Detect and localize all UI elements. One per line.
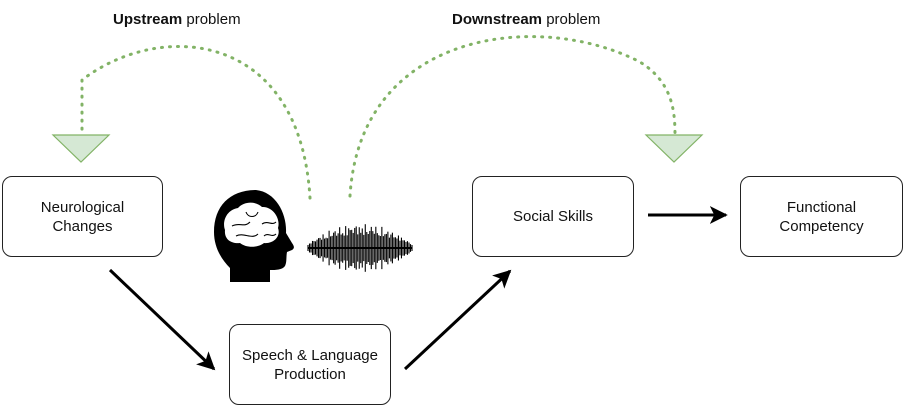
upstream-label-bold: Upstream <box>113 11 183 28</box>
downstream-label: Downstream problem <box>452 11 600 28</box>
downstream-label-bold: Downstream <box>452 11 543 28</box>
upstream-label-rest: problem <box>182 11 241 28</box>
node-neurological-changes: Neurological Changes <box>2 176 163 257</box>
node-social-skills-label: Social Skills <box>512 208 594 225</box>
downstream-triangle <box>644 134 704 163</box>
arrow-speech-to-social <box>403 269 512 371</box>
upstream-triangle <box>51 134 111 163</box>
head-with-brain-icon <box>214 190 294 282</box>
node-functional-competency-label: Functional Competency <box>779 198 864 235</box>
downstream-label-rest: problem <box>542 11 601 28</box>
node-speech-language-production: Speech & Language Production <box>229 324 391 405</box>
upstream-label: Upstream problem <box>113 11 241 28</box>
node-functional-competency: Functional Competency <box>740 176 903 257</box>
downstream-dotted-arc <box>348 35 677 198</box>
node-social-skills: Social Skills <box>472 176 634 257</box>
node-neurological-changes-label: Neurological Changes <box>40 198 125 235</box>
audio-waveform-icon <box>307 224 413 272</box>
arrow-neuro-to-speech <box>108 268 216 371</box>
upstream-dotted-arc <box>80 45 312 200</box>
node-speech-language-production-label: Speech & Language Production <box>242 346 378 383</box>
